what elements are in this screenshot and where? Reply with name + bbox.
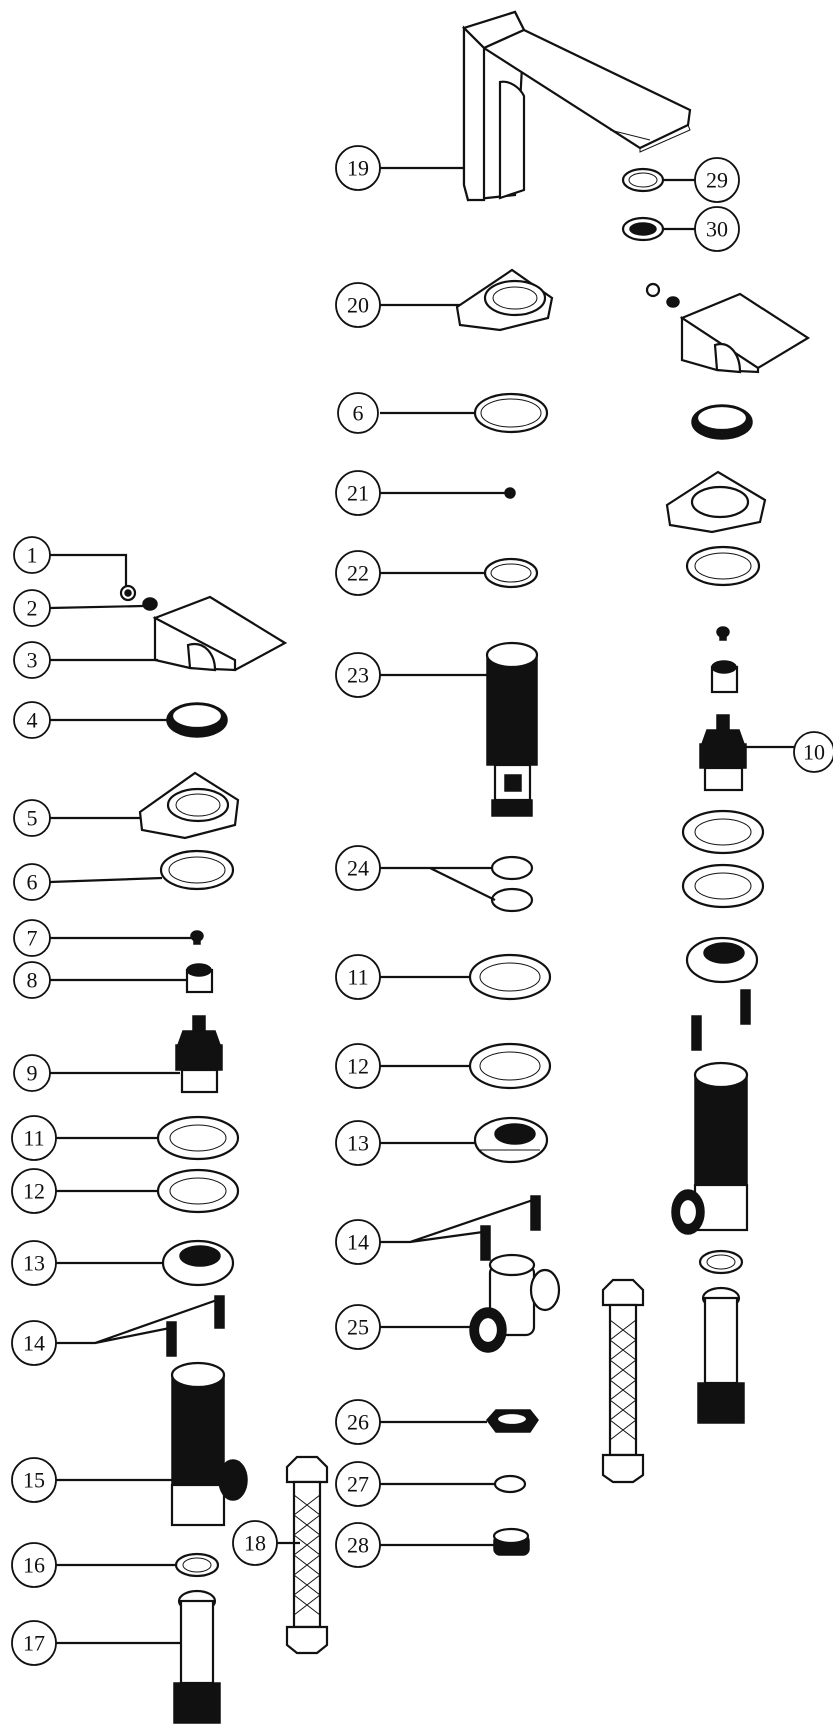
part-spout-body [461, 10, 692, 202]
callout-labels: 1 2 3 4 5 6 7 8 9 11 12 13 14 15 16 17 1… [23, 156, 825, 1656]
callout-2: 2 [27, 596, 38, 621]
part-plate-right [665, 470, 767, 534]
callout-13-left: 13 [23, 1251, 45, 1276]
part-bush-8 [185, 963, 214, 994]
part-washer-11-center [468, 953, 552, 1001]
part-o-rings-24 [490, 855, 534, 913]
part-handle-right [679, 292, 811, 374]
part-washer-12-left [156, 1168, 240, 1214]
callout-18: 18 [244, 1531, 266, 1556]
part-screws-14-left [166, 1295, 225, 1357]
callout-11-left: 11 [23, 1126, 44, 1151]
part-screw-right [716, 626, 730, 641]
callout-21: 21 [347, 481, 369, 506]
part-ring-right [691, 404, 753, 440]
callout-25: 25 [347, 1315, 369, 1340]
part-shank-15 [170, 1361, 248, 1527]
part-ring-right-lower [698, 1249, 744, 1275]
callout-3: 3 [27, 648, 38, 673]
callout-19: 19 [347, 156, 369, 181]
callout-30: 30 [706, 217, 728, 242]
callout-17: 17 [23, 1631, 45, 1656]
part-cartridge-10 [699, 714, 747, 792]
part-ring-16 [174, 1552, 220, 1578]
part-screw-1 [119, 584, 137, 602]
callout-12-center: 12 [347, 1054, 369, 1079]
callout-22: 22 [347, 561, 369, 586]
part-grub-screw-2 [142, 597, 158, 611]
part-cap-28 [492, 1527, 530, 1556]
callout-24: 24 [347, 856, 369, 881]
leader-lines [49, 166, 795, 1645]
callout-27: 27 [347, 1472, 369, 1497]
part-ring-27 [493, 1474, 527, 1494]
part-spout-base-plate [455, 268, 554, 332]
part-flexible-hose-18 [285, 1455, 329, 1655]
part-threaded-shank-23 [485, 641, 539, 817]
part-tail-17 [173, 1589, 221, 1724]
callout-15: 15 [23, 1468, 45, 1493]
part-washer-12-center [468, 1042, 552, 1090]
part-flexible-hose-center [601, 1278, 645, 1484]
part-bracket-13-center [473, 1116, 549, 1164]
callout-29: 29 [706, 168, 728, 193]
part-screw-7 [190, 930, 204, 945]
callout-6-left: 6 [27, 870, 38, 895]
part-plate-5 [138, 771, 240, 840]
part-bracket-13-left [161, 1239, 235, 1287]
callout-7: 7 [27, 926, 38, 951]
part-screws-right [691, 989, 751, 1051]
part-washer-6-left [159, 849, 235, 891]
part-screws-14-center [480, 1195, 541, 1261]
callout-6-center: 6 [353, 401, 364, 426]
part-screws-right-top [645, 282, 680, 308]
callout-4: 4 [27, 708, 38, 733]
part-tee-25 [469, 1253, 561, 1353]
part-o-ring-22 [483, 557, 539, 589]
part-cartridge-9 [175, 1015, 223, 1094]
part-nut-26 [486, 1409, 539, 1433]
callout-28: 28 [347, 1533, 369, 1558]
part-bush-right [710, 660, 739, 694]
part-washers-right-pair [681, 809, 765, 909]
callout-11-center: 11 [347, 965, 368, 990]
part-ring-4 [166, 702, 228, 738]
part-bracket-right [685, 936, 759, 984]
callout-23: 23 [347, 663, 369, 688]
callout-14-center: 14 [347, 1230, 369, 1255]
callout-5: 5 [27, 806, 38, 831]
part-tail-right [697, 1286, 745, 1424]
part-washer-right [685, 545, 761, 587]
callout-10: 10 [803, 740, 825, 765]
callout-20: 20 [347, 293, 369, 318]
callout-circles [11, 145, 833, 1666]
part-aerator-30 [621, 216, 665, 242]
callout-14-left: 14 [23, 1331, 45, 1356]
callout-1: 1 [27, 543, 38, 568]
part-washer-11-left [156, 1115, 240, 1161]
part-ball-21 [504, 487, 516, 499]
part-ring-29 [621, 167, 665, 193]
part-handle-3 [152, 595, 288, 672]
callout-26: 26 [347, 1410, 369, 1435]
part-shank-right [671, 1061, 749, 1235]
callout-9: 9 [27, 1061, 38, 1086]
callout-16: 16 [23, 1553, 45, 1578]
callout-13-center: 13 [347, 1131, 369, 1156]
callout-12-left: 12 [23, 1179, 45, 1204]
callout-8: 8 [27, 968, 38, 993]
part-washer-6-center [473, 392, 549, 434]
